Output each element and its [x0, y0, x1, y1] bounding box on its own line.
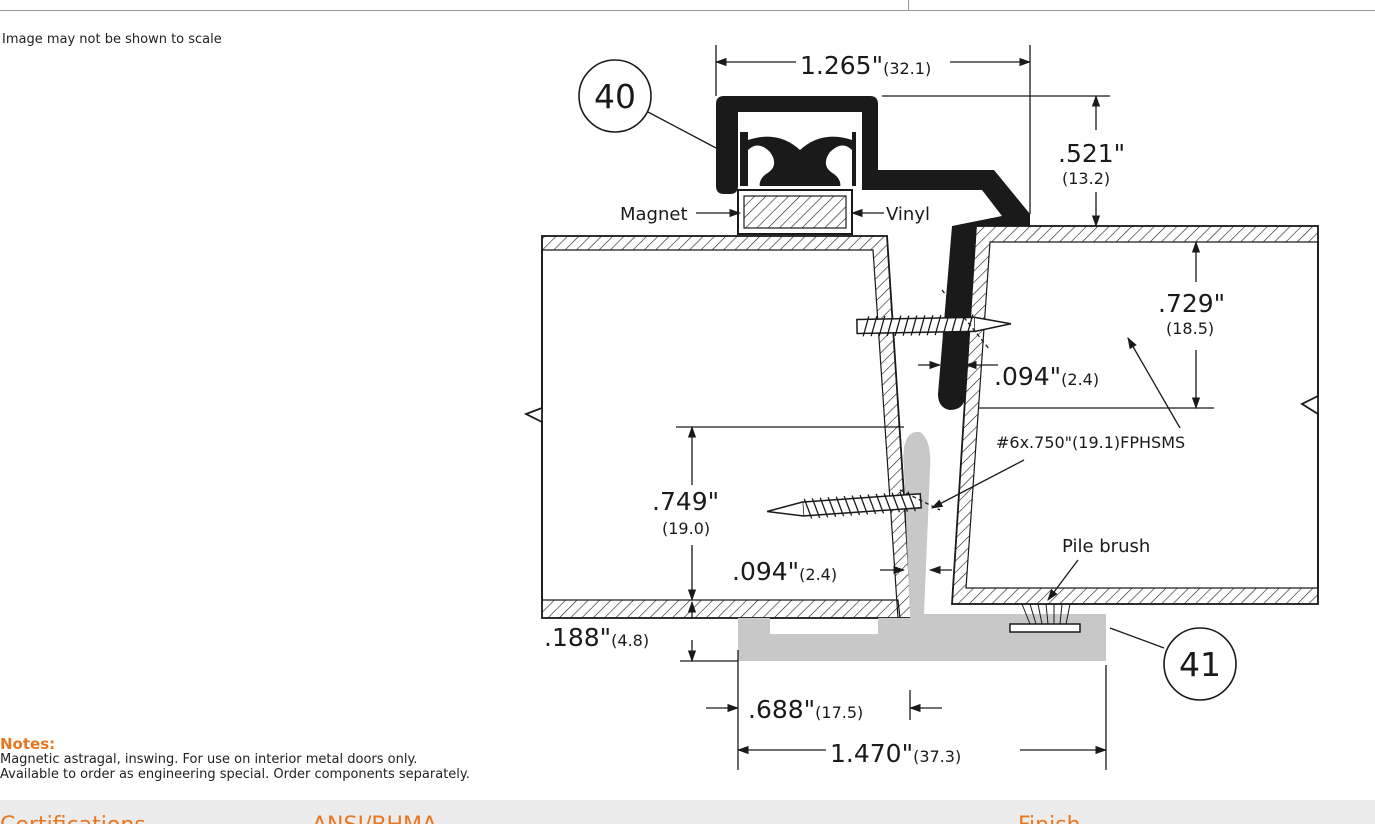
notes-line-1: Magnetic astragal, inswing. For use on i… [0, 752, 418, 767]
footer-ansi: ANSI/BHMA [312, 813, 437, 824]
vinyl-label: Vinyl [886, 204, 930, 225]
magnet-carrier-inner [748, 116, 852, 188]
dim-521-metric: (13.2) [1062, 169, 1110, 188]
magnet [743, 195, 847, 229]
notes-line-2: Available to order as engineering specia… [0, 767, 470, 782]
bottom-astragal-profile [738, 431, 1106, 661]
notes-heading: Notes: [0, 735, 56, 753]
right-door [951, 225, 1319, 605]
scale-note: Image may not be shown to scale [2, 32, 222, 47]
pile-brush-holder [1009, 623, 1081, 633]
footer-certifications: Certifications [0, 813, 146, 824]
pile-brush [1021, 603, 1071, 625]
dim-1265: 1.265"(32.1) [800, 51, 931, 80]
dim-188: .188"(4.8) [544, 623, 649, 652]
callout-41: 41 [1179, 645, 1221, 684]
top-rule [0, 10, 1375, 11]
notes-section: Notes: Magnetic astragal, inswing. For u… [0, 735, 470, 783]
dim-1470: 1.470"(37.3) [830, 739, 961, 768]
callout-40: 40 [594, 77, 636, 116]
callout-circle-40 [578, 59, 652, 133]
magnet-label: Magnet [620, 204, 688, 225]
dim-749-metric: (19.0) [662, 519, 710, 538]
dim-749: .749" [652, 487, 719, 516]
dim-094-left: .094"(2.4) [732, 557, 837, 586]
astragal-drawing: 40 41 1.265"(32.1) .521" (13.2) .729" (1… [523, 45, 1319, 770]
footer-band: Certifications ANSI/BHMA Finish [0, 800, 1375, 824]
dim-094-right: .094"(2.4) [994, 362, 1099, 391]
dim-521: .521" [1058, 139, 1125, 168]
callout-circle-41 [1163, 627, 1237, 701]
magnet-carrier-cutout [740, 132, 856, 186]
pile-brush-label: Pile brush [1062, 536, 1150, 557]
footer-finish: Finish [1018, 813, 1081, 824]
dim-729: .729" [1158, 289, 1225, 318]
screw-label: #6x.750"(19.1)FPHSMS [996, 433, 1185, 452]
top-rule-divider [908, 0, 909, 11]
dim-688: .688"(17.5) [748, 695, 863, 724]
dim-729-metric: (18.5) [1166, 319, 1214, 338]
